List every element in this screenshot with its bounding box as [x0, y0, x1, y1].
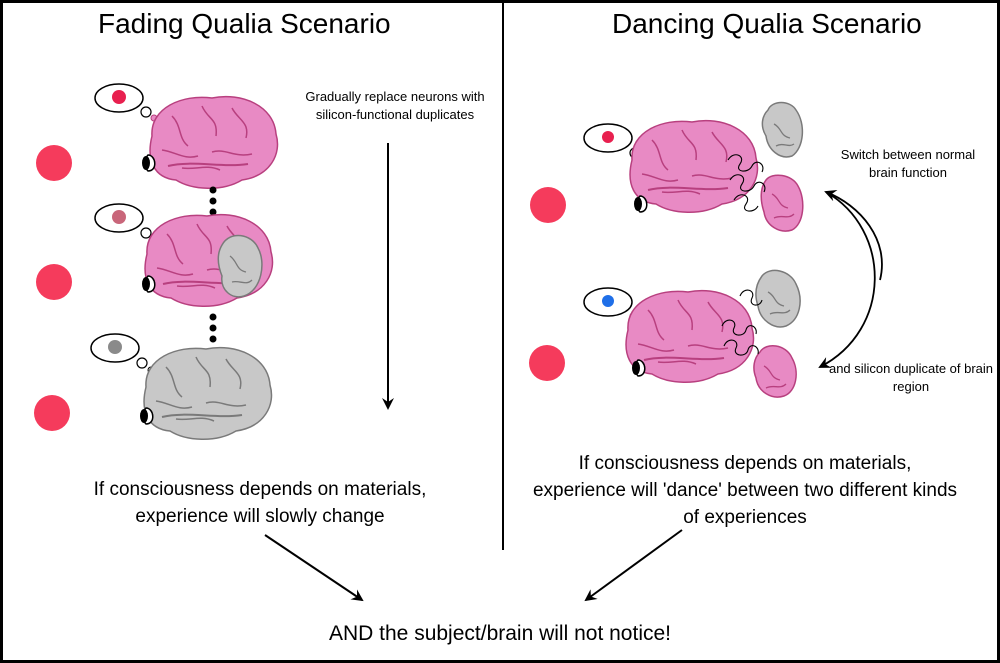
replacement-note: Gradually replace neurons with silicon-f…: [305, 89, 485, 122]
switch-arrow-back: [824, 189, 883, 281]
wire-connections: [727, 154, 766, 212]
dancing-state-2: [529, 269, 801, 398]
switch-note-top: Switch between normal brain function: [840, 147, 976, 180]
eye-icon: [141, 154, 156, 172]
left-panel-title: Fading Qualia Scenario: [98, 8, 391, 39]
quale-dot: [602, 295, 614, 307]
switch-arrow: [818, 191, 876, 368]
stimulus-dot: [36, 264, 72, 300]
thought-dot: [140, 106, 152, 118]
stimulus-dot: [36, 145, 72, 181]
biological-module: [760, 174, 804, 232]
silicon-region: [217, 234, 263, 298]
dancing-state-1: [530, 101, 804, 232]
eye-icon: [139, 407, 154, 425]
eye-icon: [141, 275, 156, 293]
eye-icon: [631, 359, 646, 377]
conclusion-text: AND the subject/brain will not notice!: [329, 622, 671, 645]
ellipsis-dots: [209, 186, 217, 216]
right-caption: If consciousness depends on materials, e…: [532, 453, 958, 528]
quale-dot: [602, 131, 614, 143]
stimulus-dot: [529, 345, 565, 381]
eye-icon: [633, 195, 648, 213]
biological-module: [753, 345, 797, 398]
stimulus-dot: [530, 187, 566, 223]
fading-stage-2: [36, 203, 274, 308]
arrow-left-to-conclusion: [264, 534, 364, 602]
quale-dot: [108, 340, 122, 354]
quale-dot: [112, 210, 126, 224]
switch-note-bottom: and silicon duplicate of brain region: [828, 361, 994, 394]
fading-stage-1: [36, 83, 279, 190]
wire-connections: [721, 289, 763, 356]
arrow-right-to-conclusion: [584, 529, 683, 602]
thought-dot: [136, 357, 148, 369]
silicon-module: [755, 269, 801, 328]
fading-stage-3: [34, 333, 273, 441]
thought-dot: [140, 227, 152, 239]
right-panel-title: Dancing Qualia Scenario: [612, 8, 922, 39]
silicon-module: [761, 101, 804, 158]
quale-dot: [112, 90, 126, 104]
ellipsis-dots: [209, 313, 217, 343]
brain-biological: [149, 95, 279, 190]
brain-fully-silicon: [143, 346, 273, 441]
left-caption: If consciousness depends on materials, e…: [93, 479, 427, 527]
stimulus-dot: [34, 395, 70, 431]
